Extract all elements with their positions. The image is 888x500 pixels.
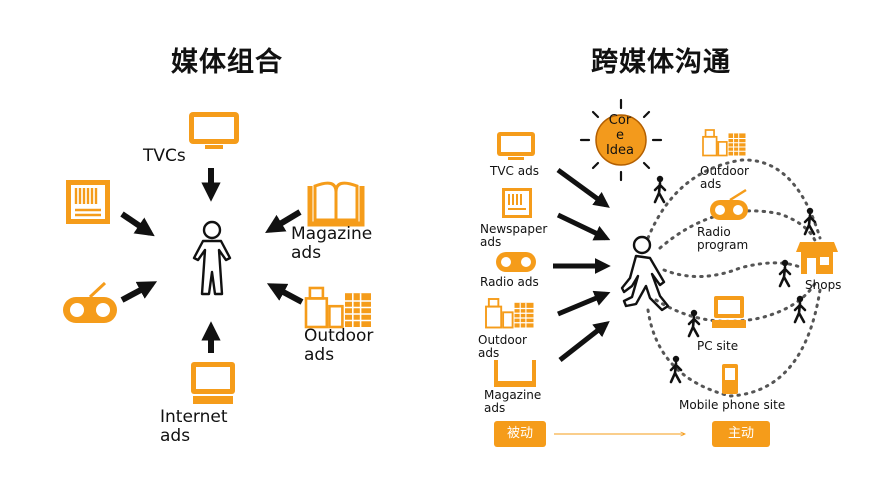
newspaper-icon <box>66 180 110 224</box>
tv-icon <box>189 112 239 149</box>
magazine-icon <box>307 181 365 227</box>
arrows-left <box>120 168 304 353</box>
shops-label: Shops <box>805 278 842 292</box>
mobile-phone-icon <box>722 364 738 394</box>
channel-label-radio: Radio ads <box>480 275 539 289</box>
radio-program-label: Radio program <box>697 225 749 252</box>
magazine-label: Magazine ads <box>291 224 373 263</box>
journey-paths <box>646 158 822 398</box>
sun-icon <box>579 98 663 182</box>
channel-label-tvc: TVC ads <box>490 164 539 178</box>
internet-label: Internet ads <box>160 407 228 446</box>
walker-icon-4 <box>793 294 807 324</box>
active-badge: 主动 <box>712 421 770 447</box>
outdoor-label: Outdoor ads <box>304 326 374 365</box>
person-icon <box>192 220 232 296</box>
pc-site-icon <box>712 296 746 328</box>
core-idea-label: Cor e Idea <box>605 113 635 158</box>
mobile-site-label: Mobile phone site <box>679 398 786 412</box>
channel-label-outdoor: Outdoor ads <box>478 333 527 360</box>
walker-icon-1 <box>653 174 667 204</box>
left-title: 媒体组合 <box>171 47 283 78</box>
outdoor-right-icon <box>702 129 747 157</box>
walking-person-icon <box>620 235 670 312</box>
radio-ads-icon <box>496 252 536 272</box>
arrows-right <box>553 167 611 362</box>
computer-icon <box>191 362 235 404</box>
outdoor-ads-icon <box>485 298 535 329</box>
newspaper-ads-icon <box>502 188 532 218</box>
outdoor-right-label: Outdoor ads <box>700 164 749 191</box>
pc-site-label: PC site <box>697 339 739 353</box>
tvc-ads-icon <box>497 132 535 160</box>
radio-icon <box>63 281 117 323</box>
shop-icon <box>796 242 838 274</box>
walker-icon-6 <box>669 354 683 384</box>
walker-icon-5 <box>687 308 701 338</box>
channel-label-newspaper: Newspaper ads <box>480 222 548 249</box>
passive-badge: 被动 <box>494 421 546 447</box>
magazine-ads-icon <box>494 360 536 387</box>
outdoor-icon <box>304 286 373 329</box>
channel-label-magazine: Magazine ads <box>484 388 542 415</box>
tvc-label: TVCs <box>143 146 186 166</box>
radio-program-icon <box>710 188 748 220</box>
walker-icon-2 <box>803 206 817 236</box>
right-title: 跨媒体沟通 <box>591 47 731 78</box>
